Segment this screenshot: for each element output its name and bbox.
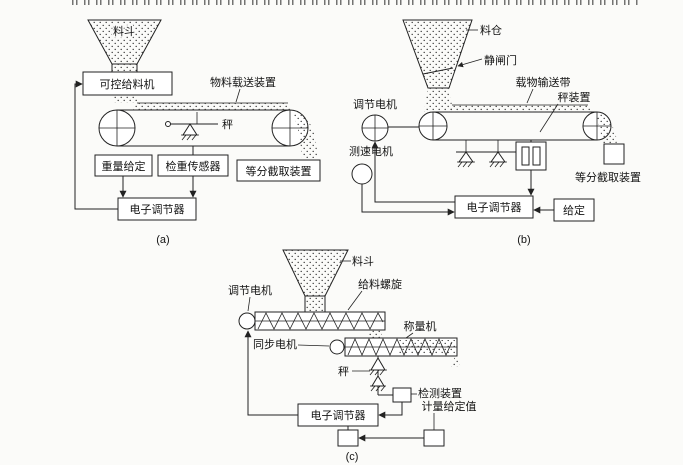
- regulator-box-b: [454, 195, 534, 219]
- setpoint-b-label: 给定: [563, 203, 585, 217]
- static-gate-b-label: 静闸门: [484, 53, 517, 67]
- material-spill-a: [294, 112, 318, 158]
- equal-cut-b-label: 等分截取装置: [575, 170, 641, 184]
- caption-b: (b): [517, 234, 530, 246]
- carrier-belt-b-label: 载物输送带: [516, 75, 571, 89]
- figure-b: 料仓 静闸门 载物输送带 秤装置 调节电机 测速电机: [349, 19, 641, 246]
- static-gate-b: [422, 67, 454, 75]
- weigher-flights-c: [347, 338, 453, 356]
- silo-b: [402, 19, 473, 89]
- sync-motor-c: [329, 339, 345, 355]
- conveyor-a-label: 物料载送装置: [210, 75, 276, 89]
- adjust-motor-c: [238, 312, 256, 330]
- hopper-throat-c: [305, 296, 325, 312]
- detector-c-label: 检测装置: [418, 386, 462, 400]
- regulator-a-label: 电子调节器: [130, 203, 185, 216]
- detector-box-c: [392, 387, 412, 403]
- pivot-a: [182, 123, 198, 136]
- material-on-belt-a: [133, 103, 292, 110]
- setpoint-terminal-c: [423, 429, 445, 447]
- check-sensor-a-label: 检重传感器: [166, 159, 221, 173]
- screw-flights-c: [257, 312, 384, 330]
- connectors-b: [361, 141, 554, 216]
- equal-cut-a-label: 等分截取装置: [246, 164, 312, 178]
- caption-a: (a): [156, 234, 169, 246]
- speed-motor-b-label: 测速电机: [349, 144, 393, 158]
- feeder-discharge-a: [113, 95, 137, 103]
- hopper-a-label: 料斗: [113, 24, 135, 38]
- figure-c: 料斗 给料螺旋 调节电机 同步电机 称量机 秤: [228, 249, 477, 463]
- pivot-2-c: [371, 375, 385, 387]
- adjust-motor-c-label: 调节电机: [228, 283, 272, 297]
- pivot-2-b: [490, 151, 506, 163]
- regulator-c-label: 电子调节器: [311, 409, 366, 422]
- meter-setpoint-c-label: 计量给定值: [422, 399, 477, 413]
- pivot-1-b: [458, 151, 474, 163]
- cropped-page-text-artifact: [72, 0, 638, 5]
- feed-screw-c-label: 给料螺旋: [358, 277, 402, 291]
- connectors-c: [244, 330, 424, 442]
- adjust-motor-b-label: 调节电机: [353, 97, 397, 111]
- scale-a-label: 秤: [222, 118, 233, 131]
- scale-c-label: 秤: [338, 365, 349, 378]
- falling-material-b: [424, 88, 453, 112]
- silo-b-label: 料仓: [480, 23, 502, 37]
- scale-device-b-label: 秤装置: [558, 91, 591, 104]
- sync-motor-c-label: 同步电机: [253, 337, 297, 351]
- hopper-throat-a: [112, 64, 137, 72]
- scale-mechanism-b: [456, 140, 547, 171]
- scale-mechanism-a: [165, 112, 218, 141]
- material-on-belt-b: [448, 105, 593, 112]
- equal-cut-bucket-b: [603, 143, 625, 165]
- speed-motor-b: [351, 163, 373, 185]
- hopper-c-label: 料斗: [352, 254, 374, 268]
- regulator-b-label: 电子调节器: [467, 201, 522, 214]
- feeder-box-a-label: 可控给料机: [100, 77, 155, 91]
- belt-conveyor-a: [98, 102, 318, 158]
- caption-c: (c): [346, 451, 359, 463]
- hopper-c: [282, 249, 349, 297]
- connectors-a: [74, 80, 197, 210]
- output-terminal-c: [337, 429, 359, 447]
- scale-mechanism-c: [369, 356, 387, 395]
- weigher-c-label: 称量机: [404, 319, 437, 333]
- weight-setpoint-a-label: 重量给定: [102, 159, 146, 173]
- drop-material-c: [368, 330, 382, 338]
- figure-a: 料斗 可控给料机 物料载送装置: [74, 19, 321, 246]
- pivot-1-c: [370, 357, 386, 371]
- equal-cut-box-a: [236, 159, 321, 182]
- load-cell-b: [515, 141, 547, 171]
- discharge-c: [451, 356, 461, 367]
